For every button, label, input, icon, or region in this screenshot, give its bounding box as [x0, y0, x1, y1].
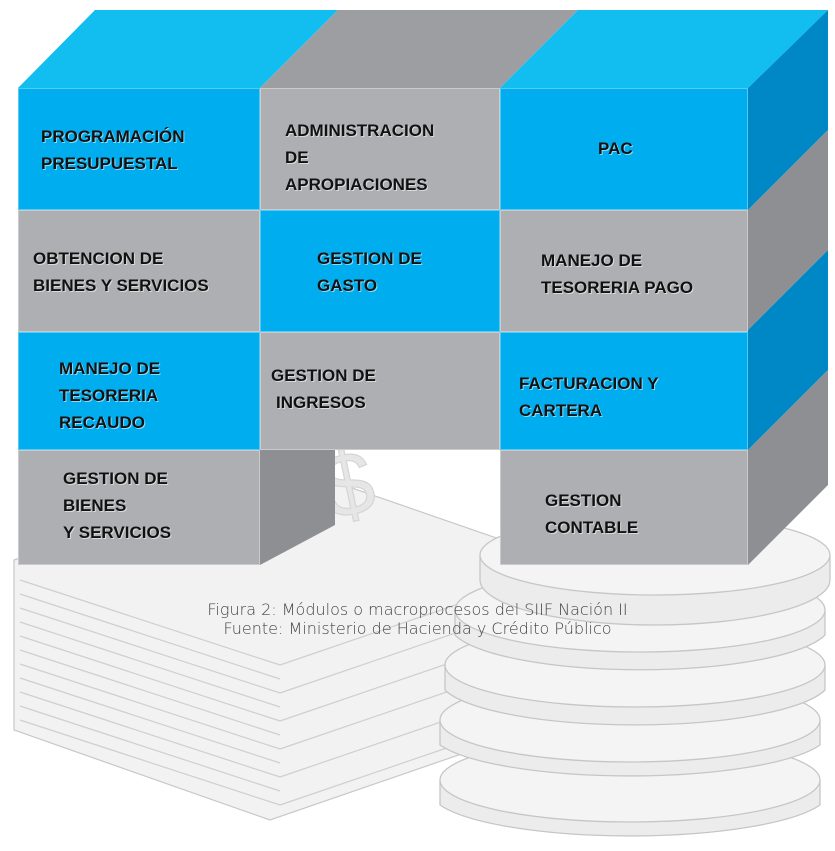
cube-top-face — [18, 10, 828, 88]
cube-gap-shadow — [260, 450, 335, 565]
module-pac: PAC — [500, 88, 748, 210]
caption-title: Figura 2: Módulos o macroprocesos del SI… — [207, 600, 628, 619]
coin-stack-illustration — [439, 514, 831, 837]
figure-caption: Figura 2: Módulos o macroprocesos del SI… — [0, 600, 835, 638]
module-label: PAC — [598, 139, 633, 158]
cube-side-face — [748, 10, 828, 565]
caption-source: Fuente: Ministerio de Hacienda y Crédito… — [223, 619, 612, 638]
